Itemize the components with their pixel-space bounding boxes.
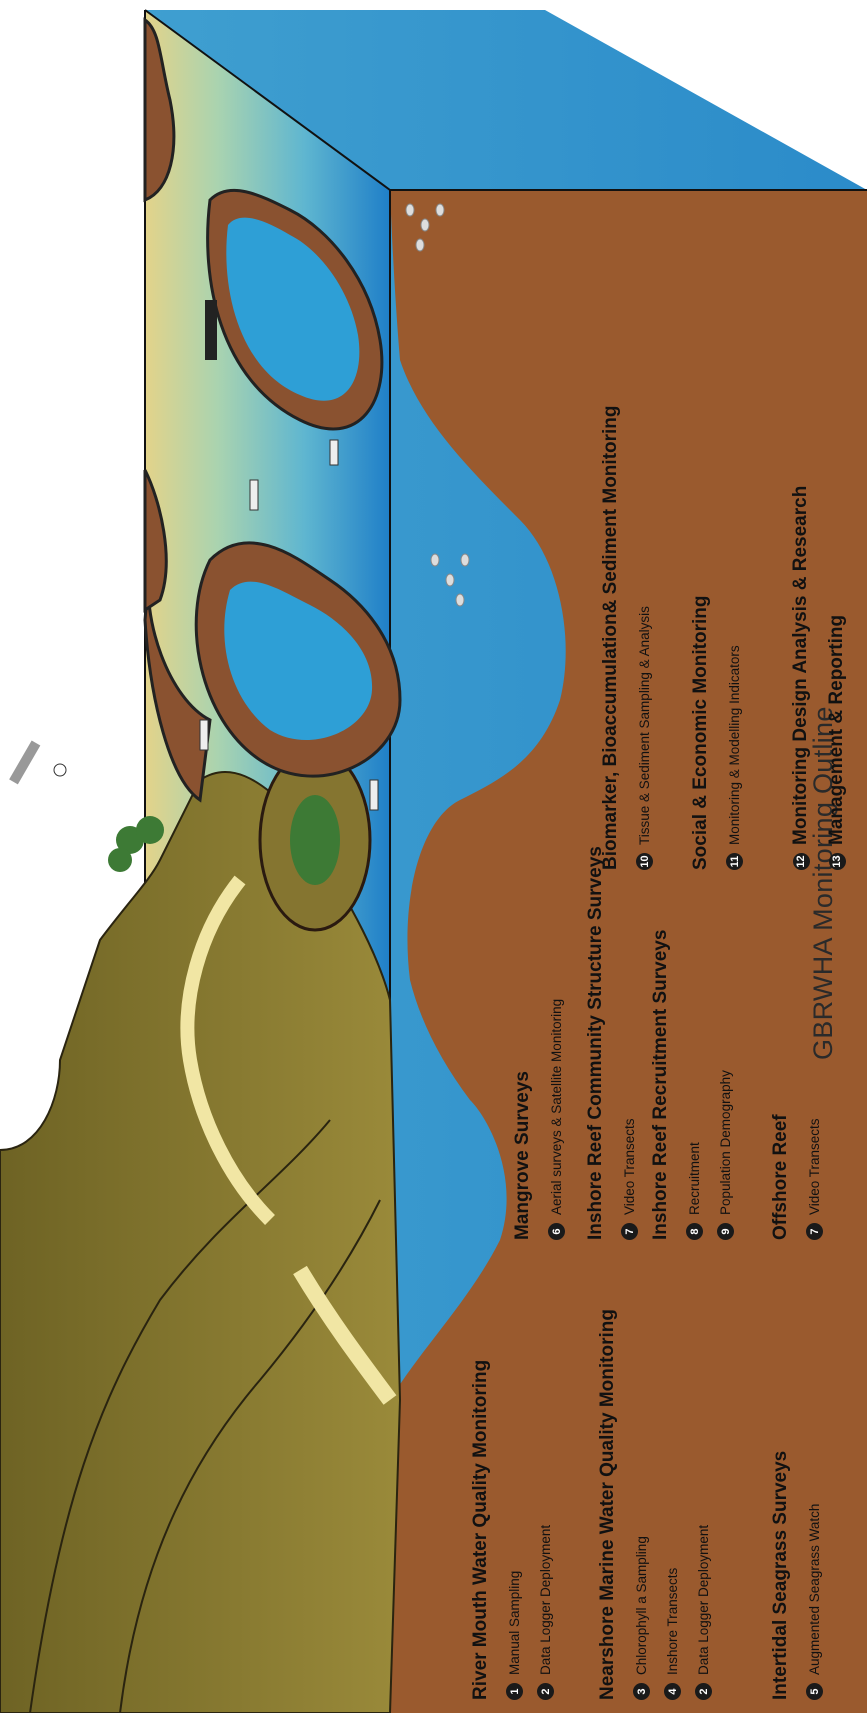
legend-item: 7 Video Transects xyxy=(621,860,638,1240)
legend-item-label: Chlorophyll a Sampling xyxy=(634,1536,649,1675)
legend-item-label: Augmented Seagrass Watch xyxy=(807,1504,822,1675)
legend-heading: Nearshore Marine Water Quality Monitorin… xyxy=(597,1309,619,1700)
legend-item: 2 Data Logger Deployment xyxy=(695,1309,712,1700)
legend-item-label: Data Logger Deployment xyxy=(696,1525,711,1675)
legend-column-2-d: Offshore Reef 7 Video Transects xyxy=(770,1114,823,1240)
number-icon: 5 xyxy=(806,1683,823,1700)
legend-heading: Management & Reporting xyxy=(826,615,848,845)
legend-column-2-b: Inshore Reef Community Structure Surveys… xyxy=(585,860,638,1240)
legend-column-1: River Mouth Water Quality Monitoring 1 M… xyxy=(470,1360,554,1700)
legend-heading: River Mouth Water Quality Monitoring xyxy=(470,1360,492,1700)
number-icon: 3 xyxy=(633,1683,650,1700)
legend-item-label: Population Demography xyxy=(718,1070,733,1215)
boat-4 xyxy=(200,720,208,750)
legend-item: 6 Aerial surveys & Satellite Monitoring xyxy=(548,999,565,1240)
boat-2 xyxy=(330,440,338,465)
number-icon: 4 xyxy=(664,1683,681,1700)
legend-item-label: Video Transects xyxy=(807,1118,822,1215)
legend-item-label: Inshore Transects xyxy=(665,1568,680,1675)
legend-item-label: Data Logger Deployment xyxy=(538,1525,553,1675)
legend-item: 9 Population Demography xyxy=(717,930,734,1240)
legend-column-1-c: Intertidal Seagrass Surveys 5 Augmented … xyxy=(770,1451,823,1700)
number-icon: 8 xyxy=(686,1223,703,1240)
number-icon: 7 xyxy=(621,1223,638,1240)
number-icon: 13 xyxy=(829,853,846,870)
legend-item: 13 Management & Reporting xyxy=(826,486,848,870)
legend-item: 2 Data Logger Deployment xyxy=(537,1360,554,1700)
legend-item-label: Recruitment xyxy=(687,1142,702,1215)
number-icon: 12 xyxy=(793,853,810,870)
number-icon: 6 xyxy=(548,1223,565,1240)
legend-item: 1 Manual Sampling xyxy=(506,1360,523,1700)
mangrove-patch xyxy=(290,795,340,885)
boat-3 xyxy=(370,780,378,810)
number-icon: 11 xyxy=(726,853,743,870)
number-icon: 10 xyxy=(636,853,653,870)
legend-column-2-c: Inshore Reef Recruitment Surveys 8 Recru… xyxy=(650,930,734,1240)
legend-column-3-b: Social & Economic Monitoring 11 Monitori… xyxy=(690,596,743,870)
ship xyxy=(205,300,217,360)
legend-column-2: Mangrove Surveys 6 Aerial surveys & Sate… xyxy=(512,999,565,1240)
legend-item-label: Tissue & Sediment Sampling & Analysis xyxy=(637,606,652,845)
legend-column-3-c: 12 Monitoring Design Analysis & Research… xyxy=(790,486,848,870)
number-icon: 9 xyxy=(717,1223,734,1240)
legend-item-label: Monitoring & Modelling Indicators xyxy=(727,645,742,845)
legend-item: 5 Augmented Seagrass Watch xyxy=(806,1451,823,1700)
legend-heading: Offshore Reef xyxy=(770,1114,792,1240)
legend-column-1-b: Nearshore Marine Water Quality Monitorin… xyxy=(597,1309,712,1700)
legend-item: 7 Video Transects xyxy=(806,1114,823,1240)
legend-item: 12 Monitoring Design Analysis & Research xyxy=(790,486,812,870)
legend-column-3: Biomarker, Bioaccumulation& Sediment Mon… xyxy=(600,405,653,870)
legend-heading: Inshore Reef Recruitment Surveys xyxy=(650,930,672,1240)
legend-heading: Social & Economic Monitoring xyxy=(690,596,712,870)
legend-heading: Biomarker, Bioaccumulation& Sediment Mon… xyxy=(600,405,622,870)
boat-1 xyxy=(250,480,258,510)
number-icon: 7 xyxy=(806,1223,823,1240)
legend-heading: Mangrove Surveys xyxy=(512,999,534,1240)
legend-item: 11 Monitoring & Modelling Indicators xyxy=(726,596,743,870)
number-icon: 2 xyxy=(537,1683,554,1700)
satellite-icon xyxy=(9,740,66,784)
legend-item-label: Video Transects xyxy=(622,1118,637,1215)
legend-item: 8 Recruitment xyxy=(686,930,703,1240)
number-icon: 1 xyxy=(506,1683,523,1700)
legend-heading: Intertidal Seagrass Surveys xyxy=(770,1451,792,1700)
legend-item: 4 Inshore Transects xyxy=(664,1309,681,1700)
legend-item-label: Aerial surveys & Satellite Monitoring xyxy=(549,999,564,1215)
legend-item: 10 Tissue & Sediment Sampling & Analysis xyxy=(636,405,653,870)
legend-item-label: Manual Sampling xyxy=(507,1571,522,1675)
legend-item: 3 Chlorophyll a Sampling xyxy=(633,1309,650,1700)
number-icon: 2 xyxy=(695,1683,712,1700)
legend-heading: Monitoring Design Analysis & Research xyxy=(790,486,812,845)
legend-heading: Inshore Reef Community Structure Surveys xyxy=(585,860,607,1240)
